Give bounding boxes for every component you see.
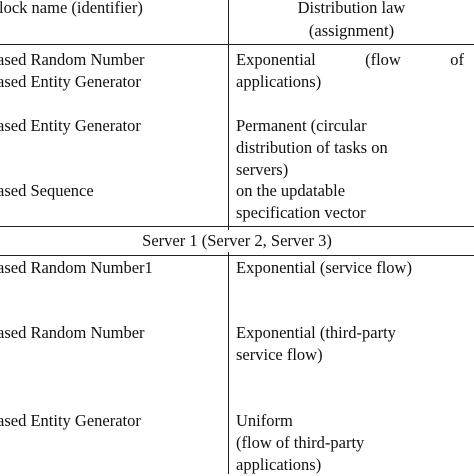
row6-col2-line3: applications) — [236, 455, 322, 474]
row4-col2: Exponential (service flow) — [236, 258, 412, 277]
row1-col2-word3: of — [450, 50, 464, 69]
row6-col1: ased Entity Generator — [0, 411, 141, 430]
row2-col1: ased Entity Generator — [0, 116, 141, 135]
row1-col1-line2: ased Entity Generator — [0, 72, 141, 91]
header-col2-line1: Distribution law — [297, 0, 406, 17]
row2-col2-line3: servers) — [236, 160, 289, 179]
section-top-rule — [0, 226, 474, 227]
row1-col2-line2: applications) — [236, 72, 322, 91]
row2-col2-line1: Permanent (circular — [236, 116, 367, 135]
row1-col2-word2: (flow — [365, 50, 401, 69]
row1-col1-line1: ased Random Number — [0, 50, 145, 69]
row2-col2-line2: distribution of tasks on — [236, 138, 388, 157]
section-title: Server 1 (Server 2, Server 3) — [0, 230, 474, 252]
row5-col2-line1: Exponential (third-party — [236, 323, 396, 342]
row1-col2-word1: Exponential — [236, 50, 316, 69]
section-bottom-rule — [0, 255, 474, 256]
row3-col1: ased Sequence — [0, 181, 94, 200]
row5-col2-line2: service flow) — [236, 345, 323, 364]
header-bottom-rule — [0, 44, 474, 45]
row1-col2-line1: Exponential (flow of — [236, 49, 464, 71]
row6-col2-line2: (flow of third-party — [236, 433, 365, 452]
header-col2-line2: (assignment) — [308, 21, 395, 40]
row3-col2-line1: on the updatable — [236, 181, 346, 200]
header-col1: lock name (identifier) — [0, 0, 143, 17]
row6-col2-line1: Uniform — [236, 411, 293, 430]
row4-col1: ased Random Number1 — [0, 258, 153, 277]
row5-col1: ased Random Number — [0, 323, 145, 342]
row3-col2-line2: specification vector — [236, 203, 366, 222]
